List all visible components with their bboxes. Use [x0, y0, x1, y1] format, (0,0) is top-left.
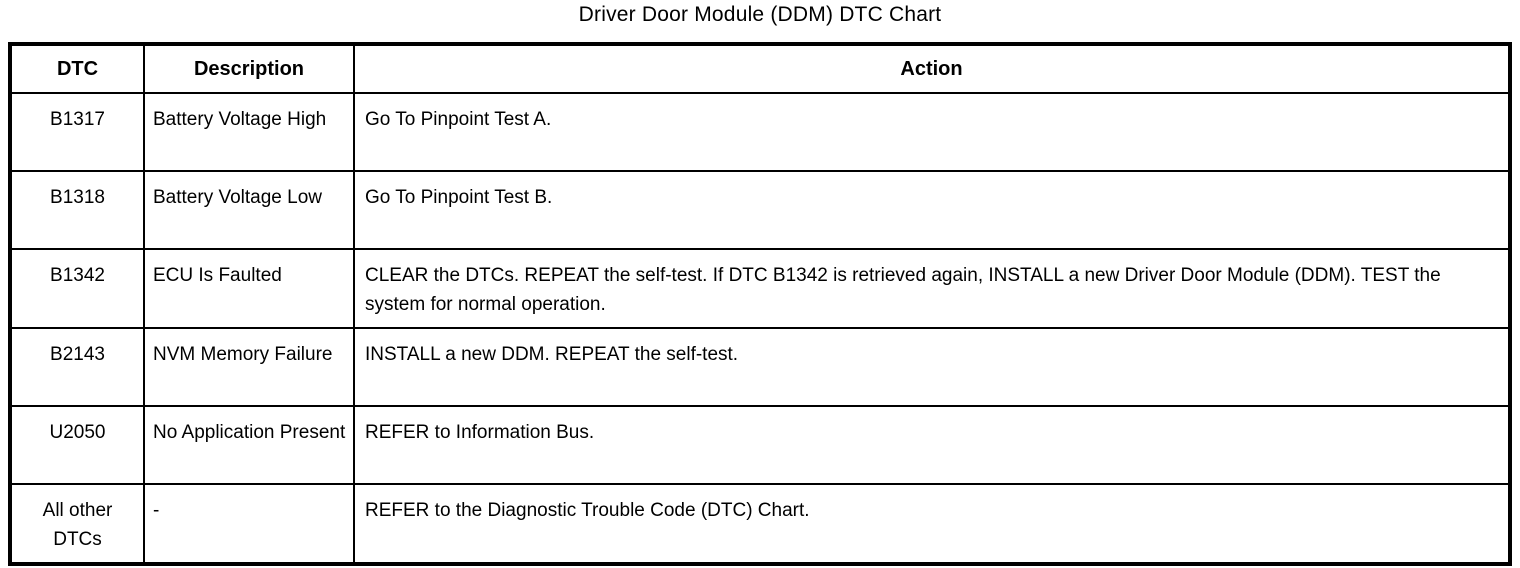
- dtc-action: REFER to Information Bus.: [353, 405, 1511, 485]
- dtc-table: DTC Description Action B1317 Battery Vol…: [8, 42, 1512, 566]
- page-title: Driver Door Module (DDM) DTC Chart: [578, 3, 942, 26]
- table-row: B1318 Battery Voltage Low Go To Pinpoint…: [9, 170, 1511, 250]
- dtc-description: No Application Present: [143, 405, 355, 485]
- table-header: DTC Description Action: [9, 43, 1511, 94]
- dtc-code: U2050: [9, 405, 145, 485]
- dtc-code: B2143: [9, 327, 145, 407]
- dtc-description: Battery Voltage Low: [143, 170, 355, 250]
- dtc-action: Go To Pinpoint Test B.: [353, 170, 1511, 250]
- column-header-action: Action: [353, 43, 1511, 94]
- dtc-action: Go To Pinpoint Test A.: [353, 92, 1511, 172]
- dtc-description: ECU Is Faulted: [143, 248, 355, 329]
- dtc-description: -: [143, 483, 355, 565]
- column-header-dtc: DTC: [9, 43, 145, 94]
- dtc-action: INSTALL a new DDM. REPEAT the self-test.: [353, 327, 1511, 407]
- dtc-description: NVM Memory Failure: [143, 327, 355, 407]
- dtc-description: Battery Voltage High: [143, 92, 355, 172]
- dtc-code: B1342: [9, 248, 145, 329]
- dtc-action: CLEAR the DTCs. REPEAT the self-test. If…: [353, 248, 1511, 329]
- header-row: DTC Description Action: [9, 43, 1511, 94]
- table-row: All other DTCs - REFER to the Diagnostic…: [9, 483, 1511, 565]
- dtc-code: B1318: [9, 170, 145, 250]
- dtc-action: REFER to the Diagnostic Trouble Code (DT…: [353, 483, 1511, 565]
- dtc-code: All other DTCs: [9, 483, 145, 565]
- table-row: B1317 Battery Voltage High Go To Pinpoin…: [9, 92, 1511, 172]
- table-row: U2050 No Application Present REFER to In…: [9, 405, 1511, 485]
- table-row: B1342 ECU Is Faulted CLEAR the DTCs. REP…: [9, 248, 1511, 329]
- column-header-description: Description: [143, 43, 355, 94]
- table-body: B1317 Battery Voltage High Go To Pinpoin…: [9, 92, 1511, 565]
- table-row: B2143 NVM Memory Failure INSTALL a new D…: [9, 327, 1511, 407]
- dtc-code: B1317: [9, 92, 145, 172]
